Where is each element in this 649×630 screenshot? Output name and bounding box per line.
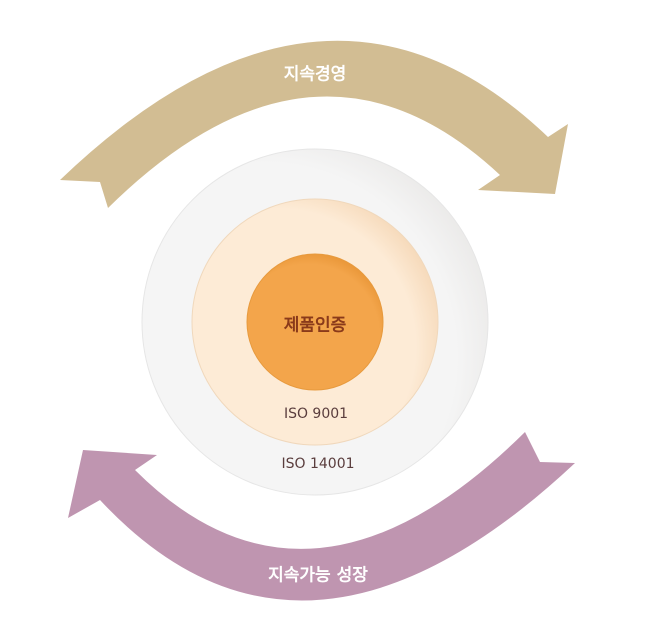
bottom-arrow <box>68 432 575 601</box>
core-circle <box>246 253 384 391</box>
middle-ring-label: ISO 9001 <box>283 406 349 422</box>
bottom-arrow-label: 지속가능 성장 <box>268 565 368 586</box>
top-arrow <box>60 40 568 208</box>
core-label: 제품인증 <box>283 315 347 336</box>
top-arrow-label: 지속경영 <box>283 64 347 85</box>
outer-ring-label: ISO 14001 <box>281 456 355 472</box>
